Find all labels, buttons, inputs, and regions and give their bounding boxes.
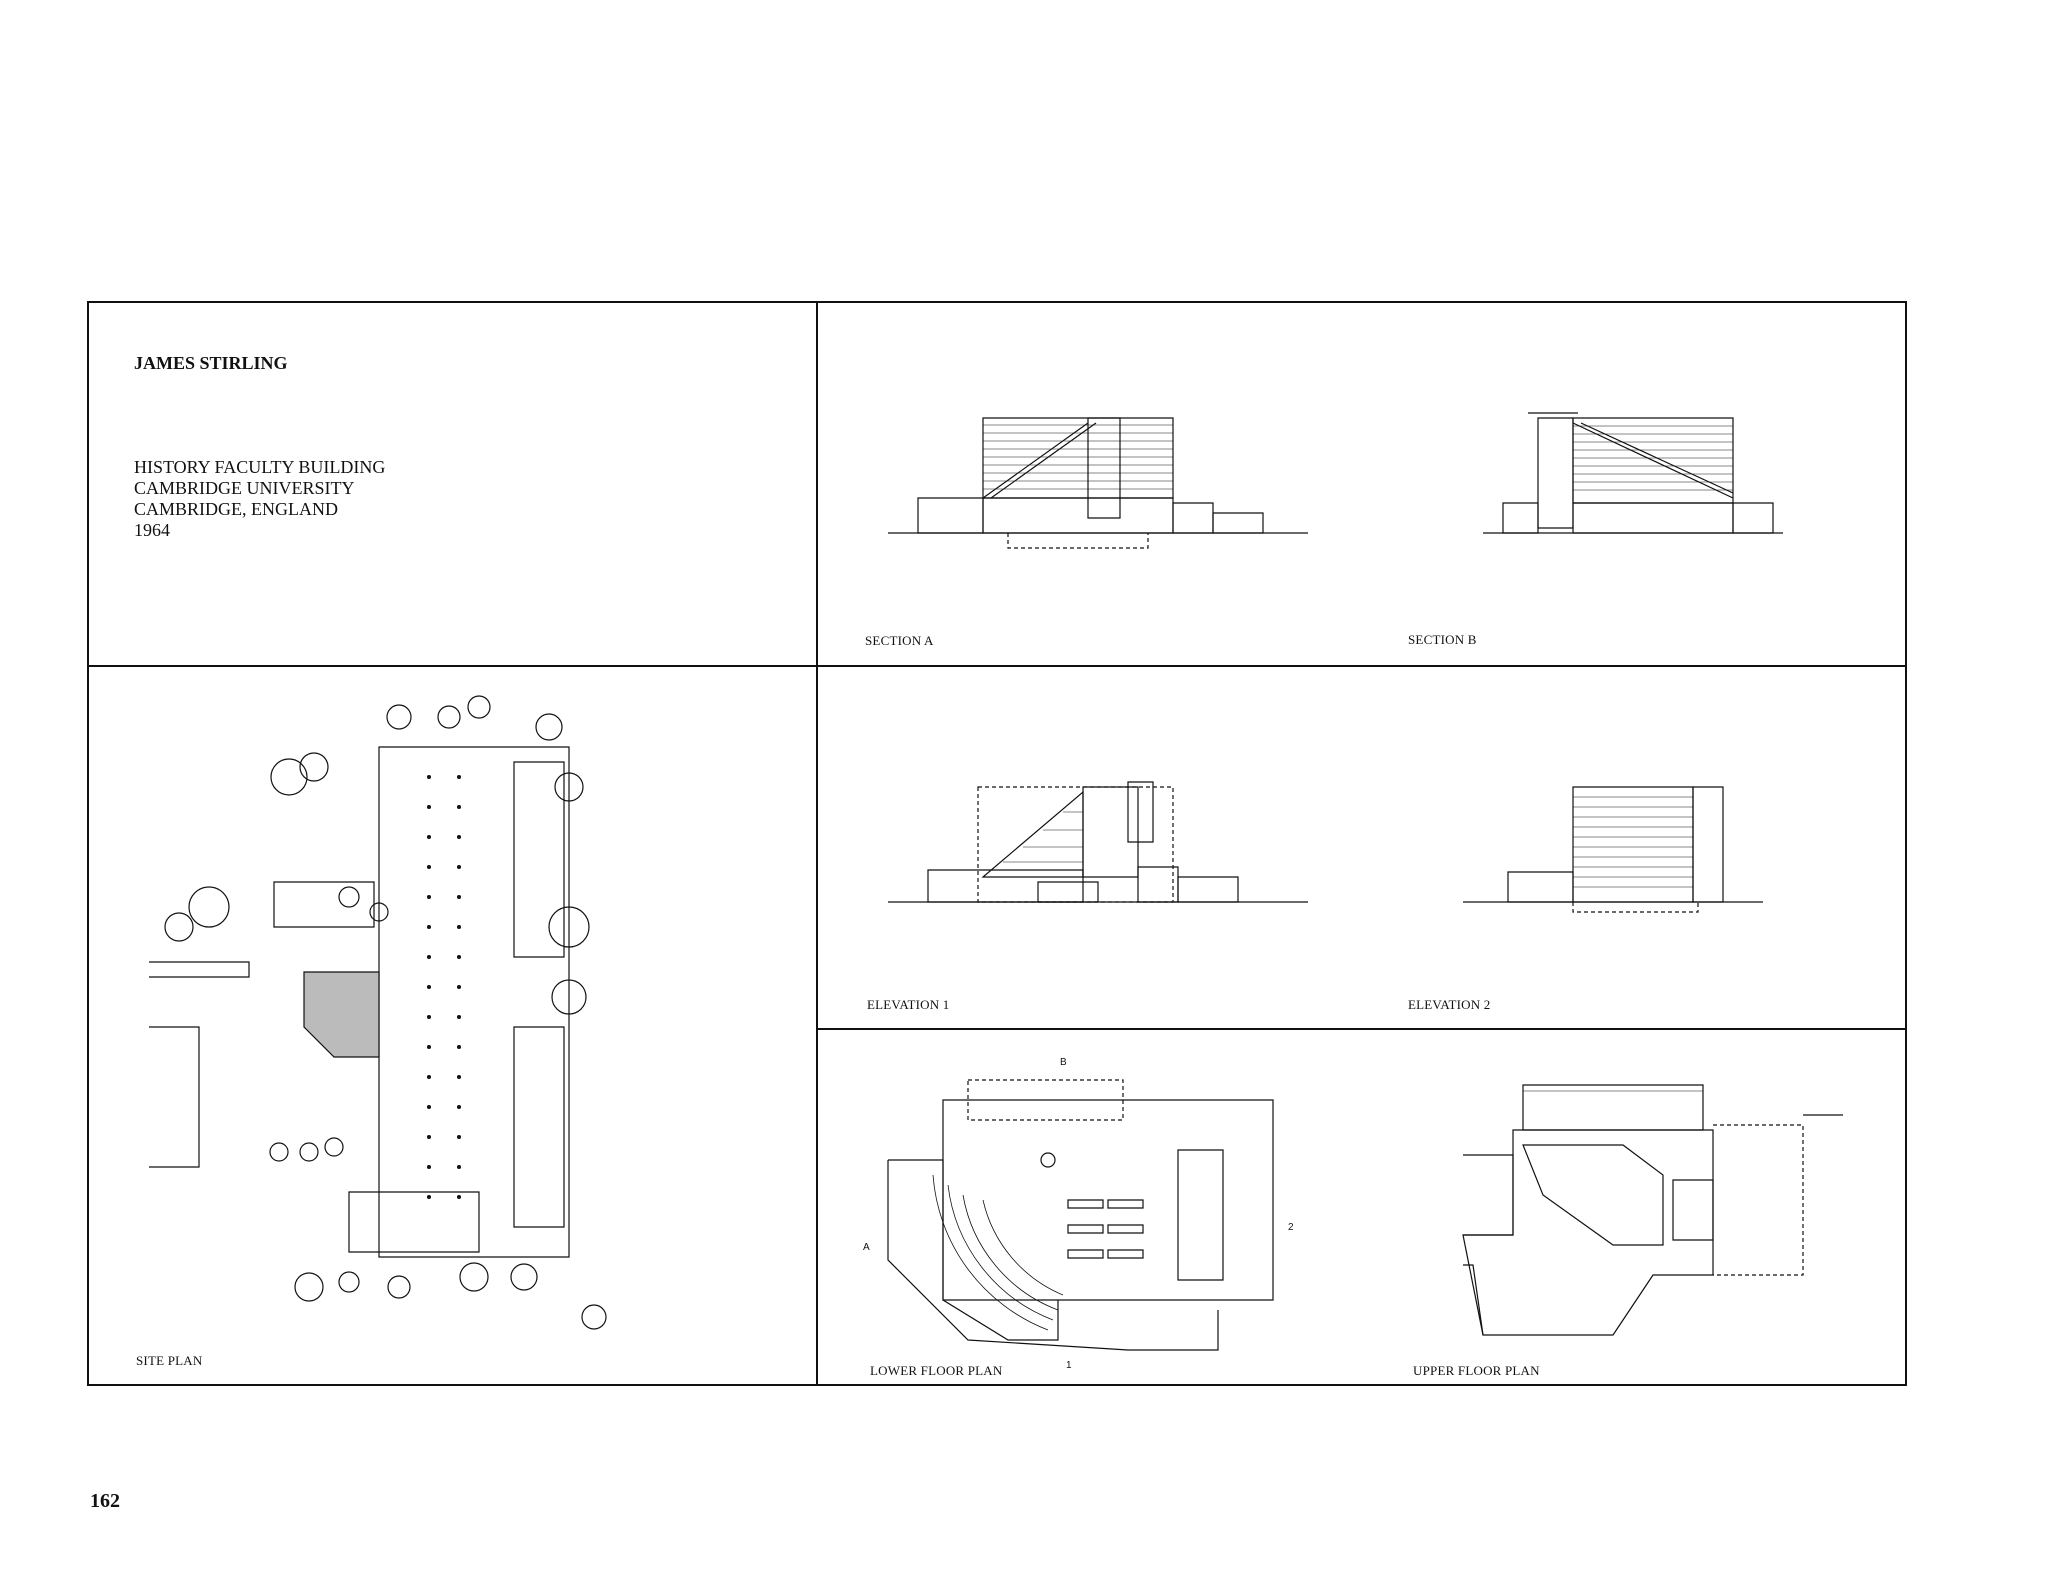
elevation-1-panel: ELEVATION 1 [818, 667, 1363, 1028]
lower-floor-plan-label: LOWER FLOOR PLAN [870, 1363, 1003, 1378]
section-b-panel: SECTION B [1363, 303, 1905, 665]
project-institution: CAMBRIDGE UNIVERSITY [134, 478, 355, 498]
lower-floor-plan-drawing: A B 1 2 [863, 1057, 1294, 1371]
project-title: HISTORY FACULTY BUILDING [134, 457, 386, 477]
section-b-marker: B [1060, 1057, 1067, 1068]
section-a-panel: SECTION A [818, 303, 1363, 665]
architect-name: JAMES STIRLING [134, 353, 288, 373]
section-b-drawing [1483, 408, 1783, 578]
title-panel: JAMES STIRLING HISTORY FACULTY BUILDING … [89, 303, 816, 665]
page-number: 162 [90, 1490, 120, 1512]
panel-divider-middle [816, 1028, 1905, 1030]
site-plan-drawing [149, 697, 749, 1337]
project-location: CAMBRIDGE, ENGLAND [134, 499, 338, 519]
elevation-1-label: ELEVATION 1 [867, 997, 950, 1012]
section-a-label: SECTION A [865, 633, 934, 648]
elevation-1-drawing [888, 782, 1308, 942]
elevation-2-panel: ELEVATION 2 [1363, 667, 1905, 1028]
section-a-drawing [888, 413, 1308, 583]
site-plan-panel: SITE PLAN [89, 667, 816, 1384]
elevation-1-marker: 1 [1066, 1360, 1072, 1371]
section-b-label: SECTION B [1408, 632, 1477, 647]
elevation-2-drawing [1463, 782, 1763, 942]
elevation-2-label: ELEVATION 2 [1408, 997, 1491, 1012]
elevation-2-marker: 2 [1288, 1222, 1294, 1233]
project-description: HISTORY FACULTY BUILDING CAMBRIDGE UNIVE… [134, 457, 385, 541]
upper-floor-plan-drawing [1463, 1085, 1843, 1385]
panel-divider-top [89, 665, 1905, 667]
upper-floor-plan-panel: UPPER FLOOR PLAN [1363, 1030, 1905, 1384]
panel-divider-vertical [816, 303, 818, 1384]
lower-floor-plan-panel: A B 1 2 LOWER FLOOR PLAN [818, 1030, 1363, 1384]
section-a-marker: A [863, 1242, 870, 1253]
project-year: 1964 [134, 520, 170, 540]
drawing-sheet-frame: JAMES STIRLING HISTORY FACULTY BUILDING … [87, 301, 1907, 1386]
upper-floor-plan-label: UPPER FLOOR PLAN [1413, 1363, 1540, 1378]
site-plan-label: SITE PLAN [136, 1353, 203, 1368]
